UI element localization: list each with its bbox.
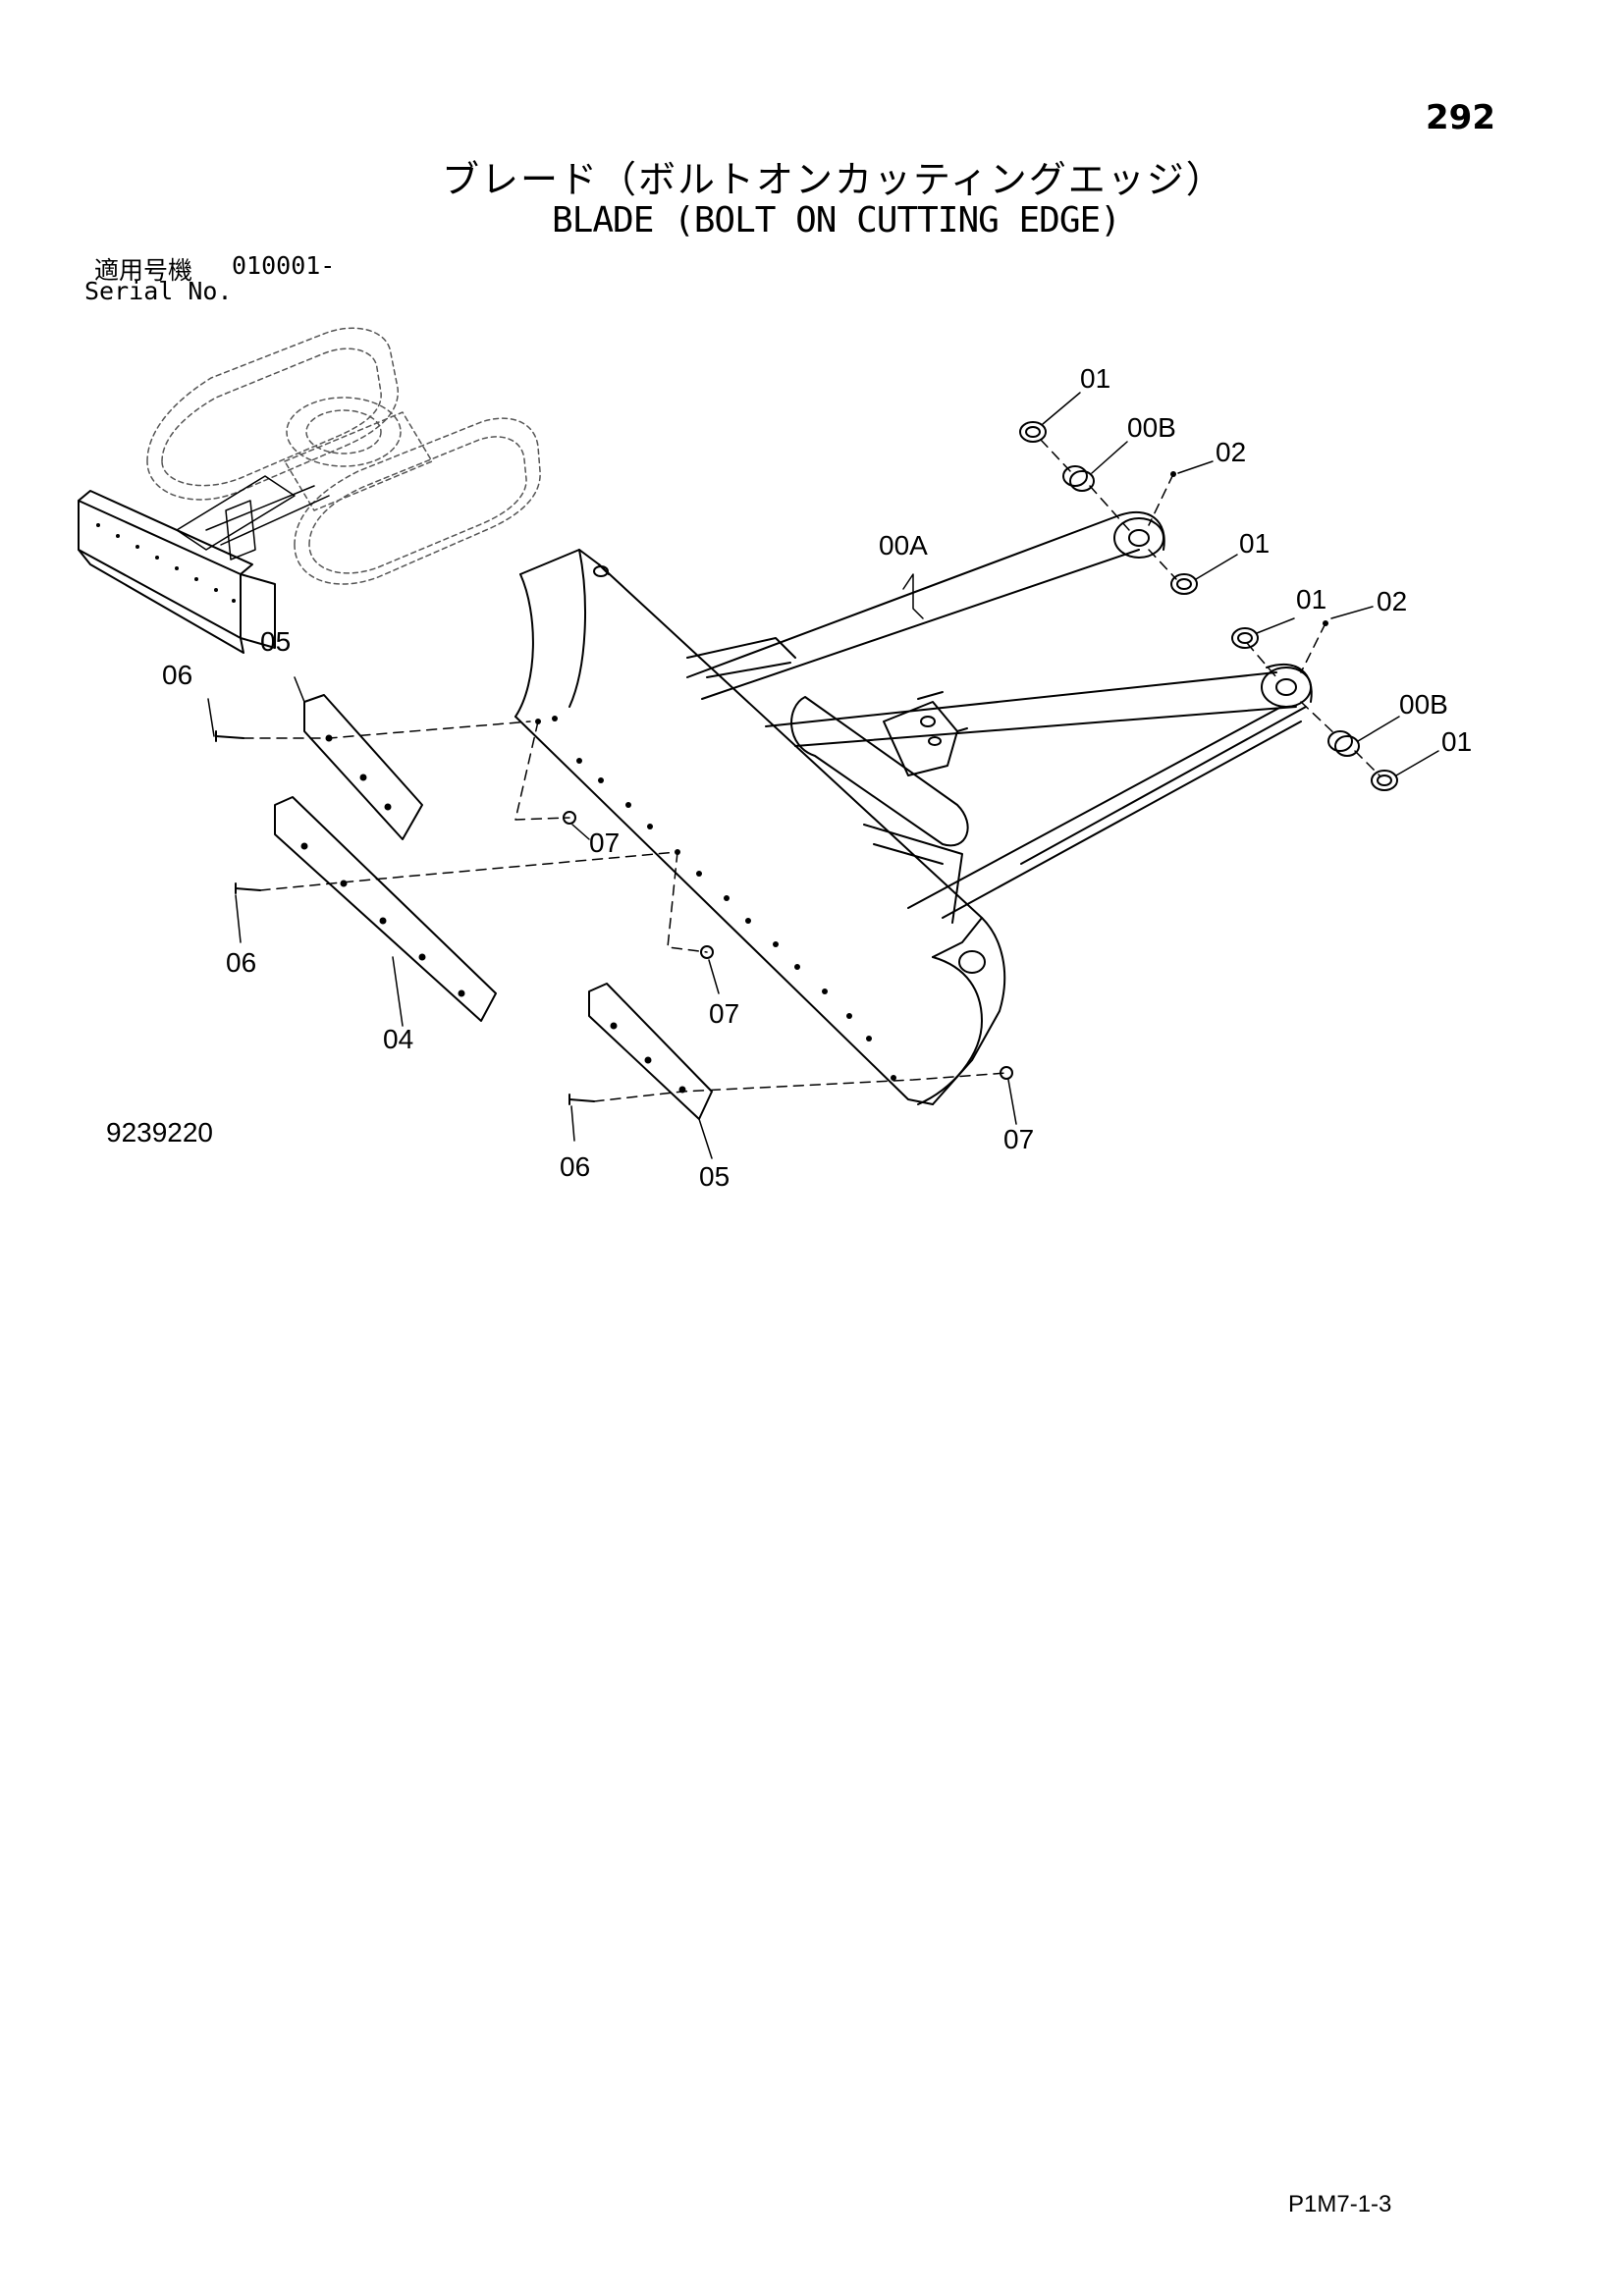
machine-overview-illustration: [78, 327, 541, 654]
callout-01-middle: 01: [1239, 528, 1270, 559]
callout-01-top: 01: [1080, 363, 1110, 394]
callout-leader-lines: [207, 392, 1439, 1159]
callout-01-bottom-right: 01: [1441, 726, 1472, 757]
drawing-number: 9239220: [106, 1117, 214, 1148]
assembly-guide-lines: [243, 439, 1380, 1102]
callout-00A: 00A: [879, 530, 928, 561]
serial-label-english: Serial No.: [84, 277, 233, 305]
callout-06-upper: 06: [162, 660, 192, 690]
callout-02-right: 02: [1377, 586, 1407, 616]
callout-01-right: 01: [1296, 584, 1326, 614]
callout-00B-top: 00B: [1127, 412, 1176, 443]
callout-07-upper: 07: [589, 828, 620, 858]
page-number: 292: [1426, 98, 1495, 137]
callout-06-lower: 06: [560, 1151, 590, 1182]
page-reference: P1M7-1-3: [1288, 2191, 1392, 2217]
callout-05-upper: 05: [260, 626, 291, 657]
callout-05-lower: 05: [699, 1161, 730, 1192]
title-english: BLADE (BOLT ON CUTTING EDGE): [552, 200, 1121, 240]
callout-07-lower: 07: [1003, 1124, 1034, 1154]
hardware-parts: [215, 421, 1398, 1105]
callout-07-middle: 07: [709, 998, 739, 1029]
callout-06-middle: 06: [226, 947, 256, 978]
blade-body: [514, 549, 1006, 1105]
callout-02-top: 02: [1216, 437, 1246, 467]
callout-04: 04: [383, 1024, 413, 1054]
title-japanese: ブレード（ボルトオンカッティングエッジ）: [442, 158, 1225, 201]
serial-number: 010001-: [232, 251, 336, 280]
cutting-edge-plates: [274, 694, 713, 1120]
blade-frame-arms: [686, 510, 1313, 919]
callout-00B-right: 00B: [1399, 689, 1448, 720]
serial-label-japanese: 適用号機: [94, 256, 193, 285]
